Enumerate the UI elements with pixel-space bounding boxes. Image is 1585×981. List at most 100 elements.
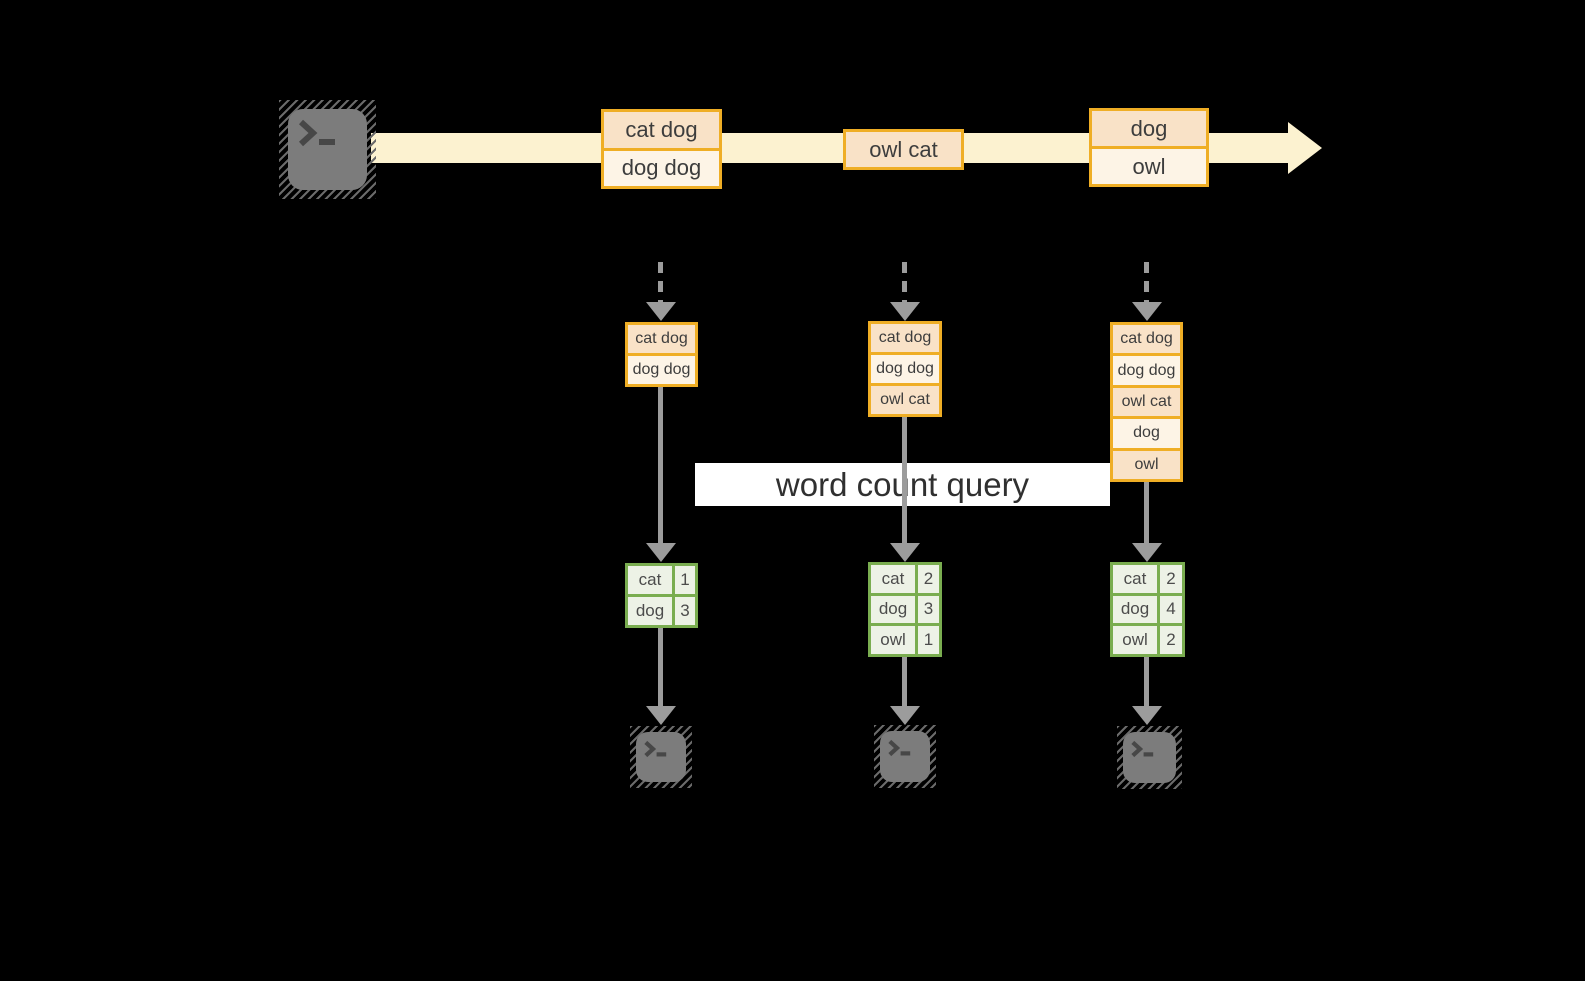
- window-record: dog dog: [1113, 353, 1180, 385]
- window-record-label: dog dog: [1117, 361, 1176, 379]
- count-value: 1: [923, 630, 934, 650]
- window-record-label: cat dog: [635, 330, 688, 347]
- terminal-screen: [880, 731, 930, 782]
- count-word-cell: owl: [871, 626, 915, 654]
- window-record: cat dog: [871, 324, 939, 352]
- prompt-icon: [888, 739, 911, 757]
- stream-record: cat dog: [604, 112, 719, 148]
- count-word-cell: owl: [1113, 626, 1157, 654]
- window-records-3: cat dog dog dog owl cat dog owl: [1110, 322, 1183, 482]
- terminal-screen: [1123, 732, 1176, 783]
- window-record: dog dog: [871, 352, 939, 383]
- stream-record: dog: [1092, 111, 1206, 146]
- count-word: cat: [638, 570, 662, 589]
- window-record: dog dog: [628, 353, 695, 384]
- sink-terminal-icon-1: [630, 726, 692, 788]
- count-value-cell: 1: [675, 566, 695, 594]
- stream-record-label: dog dog: [621, 155, 702, 181]
- stream-record-label: owl: [1132, 153, 1166, 179]
- terminal-screen: [636, 732, 686, 782]
- window-record-label: cat dog: [878, 329, 932, 346]
- dashed-arrow-line: [902, 262, 907, 304]
- count-table-3: cat 2 dog 4 owl 2: [1110, 562, 1185, 657]
- count-value: 3: [923, 599, 934, 619]
- dashed-arrow-line: [658, 262, 663, 304]
- window-records-1: cat dog dog dog: [625, 322, 698, 387]
- arrow-head-icon: [890, 543, 920, 562]
- count-value: 4: [1166, 599, 1176, 619]
- count-value: 2: [1166, 568, 1176, 588]
- dashed-arrow-head-icon: [646, 302, 676, 321]
- count-value-cell: 2: [1160, 626, 1182, 654]
- stream-record-label: dog: [1130, 115, 1168, 141]
- window-record-label: cat dog: [1120, 330, 1173, 348]
- count-value-cell: 1: [918, 626, 939, 654]
- arrow-line: [902, 657, 907, 707]
- count-word-cell: cat: [628, 566, 672, 594]
- window-record: owl: [1113, 447, 1180, 480]
- count-word: dog: [1120, 599, 1150, 619]
- count-table-1: cat 1 dog 3: [625, 563, 698, 628]
- window-record: owl cat: [1113, 384, 1180, 417]
- count-word-cell: dog: [871, 595, 915, 624]
- arrow-line: [1144, 657, 1149, 707]
- window-record-label: dog: [1133, 424, 1160, 442]
- count-word: cat: [881, 568, 905, 588]
- prompt-icon: [644, 740, 667, 758]
- count-value: 1: [680, 570, 690, 589]
- arrow-line: [902, 414, 907, 544]
- stream-record: dog dog: [604, 147, 719, 186]
- window-record-label: owl: [1134, 455, 1159, 473]
- sink-terminal-icon-3: [1117, 726, 1182, 789]
- count-value: 3: [680, 601, 690, 620]
- count-word: owl: [1122, 630, 1148, 650]
- stream-batch-3: dog owl: [1089, 108, 1209, 187]
- count-word: dog: [635, 601, 665, 620]
- window-record-label: owl cat: [880, 391, 930, 408]
- count-value-cell: 3: [918, 595, 939, 624]
- dashed-arrow-line: [1144, 262, 1149, 304]
- count-word: cat: [1123, 568, 1147, 588]
- prompt-icon: [298, 119, 335, 147]
- count-word-cell: dog: [628, 597, 672, 625]
- count-value-cell: 2: [918, 565, 939, 593]
- count-value-cell: 4: [1160, 595, 1182, 624]
- arrow-line: [1144, 482, 1149, 544]
- arrow-head-icon: [890, 706, 920, 725]
- stream-band-arrowhead-icon: [1288, 122, 1322, 174]
- stream-batch-2: owl cat: [843, 129, 964, 170]
- dashed-arrow-head-icon: [1132, 302, 1162, 321]
- arrow-head-icon: [1132, 706, 1162, 725]
- dashed-arrow-head-icon: [890, 302, 920, 321]
- window-record-label: dog dog: [632, 361, 691, 378]
- window-record: owl cat: [871, 383, 939, 414]
- arrow-head-icon: [646, 543, 676, 562]
- count-word-cell: dog: [1113, 595, 1157, 624]
- window-record: dog: [1113, 416, 1180, 448]
- count-word: dog: [878, 599, 908, 619]
- stream-record: owl: [1092, 146, 1206, 184]
- count-word-cell: cat: [1113, 565, 1157, 593]
- arrow-line: [658, 387, 663, 544]
- arrow-head-icon: [1132, 543, 1162, 562]
- window-record: cat dog: [628, 325, 695, 353]
- stream-record-label: cat dog: [625, 116, 698, 142]
- stream-record: owl cat: [846, 132, 961, 167]
- arrow-head-icon: [646, 706, 676, 725]
- arrow-line: [658, 628, 663, 707]
- source-terminal-icon: [279, 100, 376, 199]
- sink-terminal-icon-2: [874, 725, 936, 788]
- count-value-cell: 3: [675, 597, 695, 625]
- count-value: 2: [923, 568, 934, 588]
- window-records-2: cat dog dog dog owl cat: [868, 321, 942, 417]
- count-table-2: cat 2 dog 3 owl 1: [868, 562, 942, 657]
- window-record: cat dog: [1113, 325, 1180, 354]
- count-value: 2: [1166, 630, 1176, 650]
- window-record-label: dog dog: [876, 360, 934, 377]
- window-record-label: owl cat: [1121, 393, 1172, 411]
- stream-batch-1: cat dog dog dog: [601, 109, 722, 189]
- stream-record-label: owl cat: [869, 136, 938, 162]
- count-value-cell: 2: [1160, 565, 1182, 593]
- count-word-cell: cat: [871, 565, 915, 593]
